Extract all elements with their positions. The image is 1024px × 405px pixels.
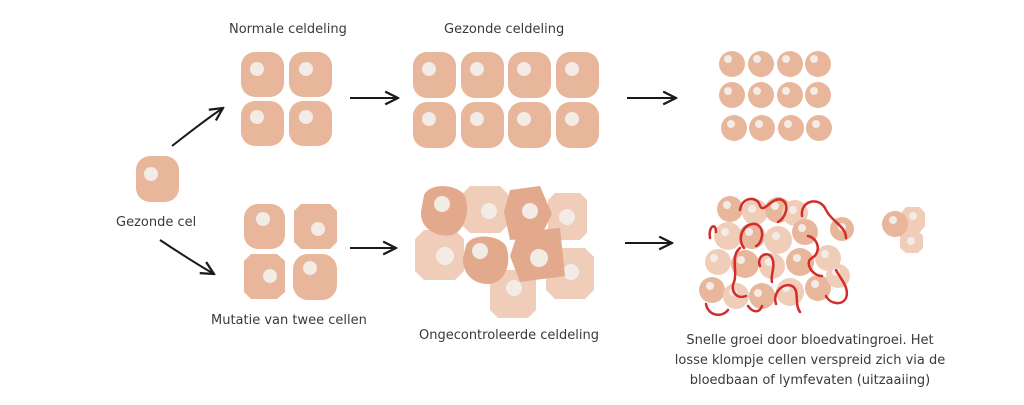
mutated-cells — [244, 204, 337, 300]
tumor-description-line: losse klompje cellen verspreid zich via … — [674, 353, 946, 368]
metastasis-cluster — [882, 207, 925, 253]
normal-division-cells — [241, 52, 332, 146]
arrow-up-icon — [171, 108, 223, 147]
uncontrolled-division-cells — [415, 186, 594, 318]
tumor-description-line: Snelle groei door bloedvatingroei. Het — [686, 333, 934, 348]
tumor-description-line: bloedbaan of lymfevaten (uitzaaiing) — [689, 373, 931, 388]
blood-vessels — [704, 197, 849, 317]
uncontrolled-division-label: Ongecontroleerde celdeling — [419, 328, 600, 343]
tumor-description: Snelle groei door bloedvatingroei. Het l… — [660, 331, 960, 391]
healthy-division-cells — [413, 52, 599, 148]
healthy-tissue-cells — [719, 51, 832, 141]
healthy-cell-label: Gezonde cel — [116, 215, 197, 230]
arrow-down-icon — [159, 239, 214, 274]
healthy-division-label: Gezonde celdeling — [444, 22, 565, 37]
normal-division-label: Normale celdeling — [229, 22, 347, 37]
healthy-cell — [136, 156, 179, 202]
mutation-label: Mutatie van twee cellen — [211, 313, 367, 328]
